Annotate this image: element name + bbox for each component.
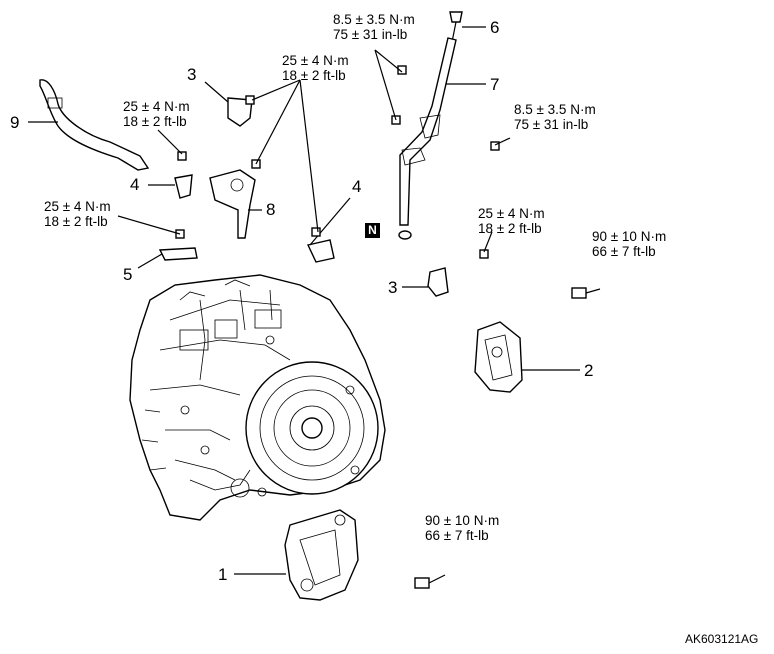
torque-nm: 25 ± 4 N·m bbox=[282, 53, 349, 68]
figure-code: AK603121AG bbox=[685, 632, 759, 646]
torque-imperial: 75 ± 31 in-lb bbox=[514, 117, 589, 132]
part-4-bracket-left bbox=[148, 174, 193, 199]
torque-label-right-upper: 8.5 ± 3.5 N·m 75 ± 31 in-lb bbox=[514, 102, 596, 132]
callout-4-left: 4 bbox=[130, 175, 140, 194]
callout-2: 2 bbox=[584, 361, 594, 380]
callout-3-lower: 3 bbox=[388, 278, 398, 297]
callout-8: 8 bbox=[266, 200, 276, 219]
torque-imperial: 18 ± 2 ft-lb bbox=[44, 214, 108, 229]
callout-6: 6 bbox=[490, 18, 500, 37]
part-1-mount-bracket bbox=[234, 509, 359, 601]
part-3-bracket-lower bbox=[402, 267, 449, 297]
leader-lines bbox=[117, 49, 511, 253]
non-reusable-symbol: N bbox=[365, 223, 380, 238]
callout-7: 7 bbox=[490, 75, 500, 94]
torque-imperial: 66 ± 7 ft-lb bbox=[425, 528, 489, 543]
torque-label-mid-top: 25 ± 4 N·m 18 ± 2 ft-lb bbox=[282, 53, 349, 83]
callout-9: 9 bbox=[10, 113, 20, 132]
torque-label-top-center: 8.5 ± 3.5 N·m 75 ± 31 in-lb bbox=[333, 12, 415, 42]
torque-imperial: 66 ± 7 ft-lb bbox=[592, 244, 656, 259]
part-3-bracket-upper bbox=[204, 81, 253, 127]
part-6-dipstick bbox=[449, 11, 486, 43]
torque-nm: 8.5 ± 3.5 N·m bbox=[333, 12, 415, 27]
torque-nm: 90 ± 10 N·m bbox=[592, 229, 667, 244]
torque-nm: 25 ± 4 N·m bbox=[44, 199, 111, 214]
part-9-hose bbox=[28, 79, 150, 171]
part-7-dipstick-tube bbox=[399, 37, 486, 226]
torque-label-far-right: 90 ± 10 N·m 66 ± 7 ft-lb bbox=[592, 229, 666, 259]
torque-nm: 25 ± 4 N·m bbox=[123, 99, 190, 114]
torque-label-center-right: 25 ± 4 N·m 18 ± 2 ft-lb bbox=[478, 206, 545, 236]
callout-1: 1 bbox=[218, 565, 228, 584]
part-8-bracket bbox=[209, 169, 262, 239]
torque-label-left-upper: 25 ± 4 N·m 18 ± 2 ft-lb bbox=[123, 99, 190, 129]
part-4-bracket-right bbox=[306, 197, 351, 263]
torque-nm: 25 ± 4 N·m bbox=[478, 206, 545, 221]
torque-label-bottom: 90 ± 10 N·m 66 ± 7 ft-lb bbox=[425, 513, 499, 543]
torque-nm: 90 ± 10 N·m bbox=[425, 513, 500, 528]
torque-imperial: 18 ± 2 ft-lb bbox=[478, 221, 542, 236]
torque-nm: 8.5 ± 3.5 N·m bbox=[514, 102, 596, 117]
torque-label-left-mid: 25 ± 4 N·m 18 ± 2 ft-lb bbox=[44, 199, 111, 229]
torque-imperial: 18 ± 2 ft-lb bbox=[123, 114, 187, 129]
part-5-bracket bbox=[137, 247, 198, 269]
torque-imperial: 18 ± 2 ft-lb bbox=[282, 68, 346, 83]
callout-4-right: 4 bbox=[352, 177, 362, 196]
part-2-mount-bracket bbox=[474, 321, 580, 393]
callout-3-upper: 3 bbox=[187, 65, 197, 84]
transaxle-assembly bbox=[129, 274, 386, 521]
callout-5: 5 bbox=[123, 265, 133, 284]
torque-imperial: 75 ± 31 in-lb bbox=[333, 27, 408, 42]
